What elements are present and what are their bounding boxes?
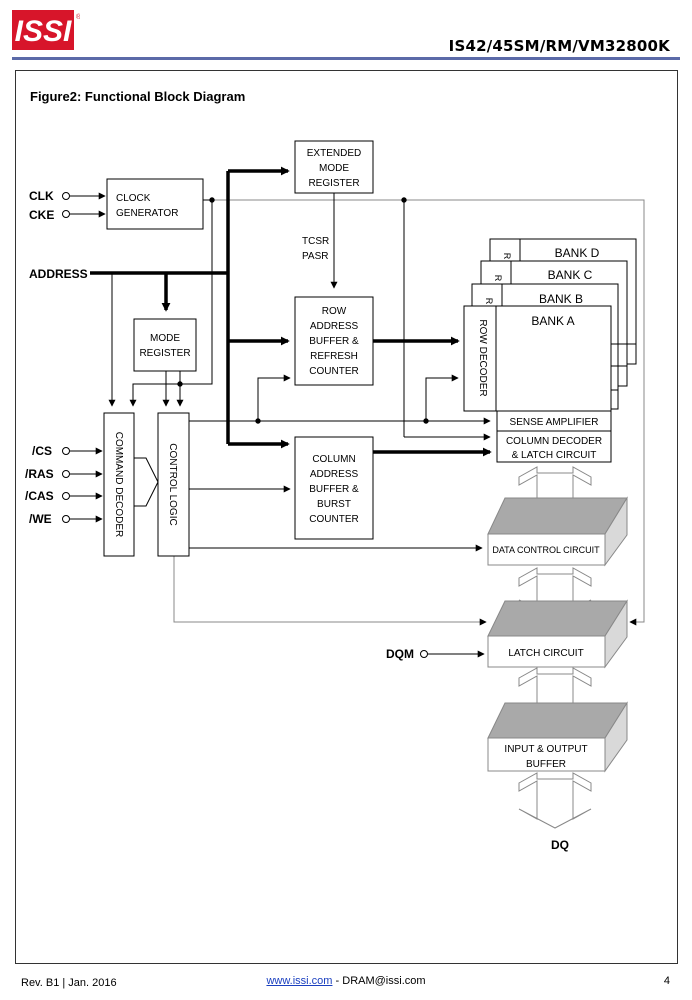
website-link[interactable]: www.issi.com — [266, 975, 333, 987]
we-label: /WE — [29, 512, 52, 526]
svg-text:BANK C: BANK C — [548, 268, 593, 282]
svg-text:COLUMN DECODER: COLUMN DECODER — [506, 436, 602, 447]
column-address-buffer-block: COLUMN ADDRESS BUFFER & BURST COUNTER — [294, 436, 374, 540]
footer-separator: - — [332, 975, 343, 987]
svg-text:INPUT & OUTPUT: INPUT & OUTPUT — [504, 744, 587, 755]
figure-title: Figure2: Functional Block Diagram — [30, 89, 246, 104]
svg-text:REGISTER: REGISTER — [308, 178, 359, 189]
address-label: ADDRESS — [29, 267, 88, 281]
tcsr-pasr-label: TCSR PASR — [302, 236, 329, 262]
svg-text:R: R — [493, 275, 503, 282]
svg-text:BUFFER &: BUFFER & — [309, 336, 359, 347]
document-title: IS42/45SM/RM/VM32800K — [448, 37, 670, 55]
sense-amplifier-block: SENSE AMPLIFIER — [496, 410, 612, 432]
svg-text:& LATCH CIRCUIT: & LATCH CIRCUIT — [512, 450, 597, 461]
cs-label: /CS — [32, 444, 52, 458]
logo-registered-mark: ® — [76, 13, 80, 21]
svg-text:CLOCK: CLOCK — [116, 193, 151, 204]
control-to-latch-line — [173, 556, 487, 626]
svg-text:ADDRESS: ADDRESS — [310, 321, 359, 332]
mode-register-block: MODE REGISTER — [133, 318, 197, 372]
io-buffer-block: INPUT & OUTPUT BUFFER — [487, 701, 628, 773]
data-control-circuit-block: DATA CONTROL CIRCUIT — [487, 496, 628, 567]
we-pin: /WE — [29, 512, 103, 526]
svg-text:COUNTER: COUNTER — [309, 514, 358, 525]
ras-label: /RAS — [25, 467, 54, 481]
clk-pin: CLK — [29, 189, 106, 203]
svg-text:TCSR: TCSR — [302, 236, 329, 247]
dq-label: DQ — [551, 838, 569, 852]
svg-text:BUFFER: BUFFER — [526, 759, 566, 770]
latch-circuit-block: LATCH CIRCUIT — [487, 599, 628, 669]
figure-frame — [15, 70, 678, 964]
clk-label: CLK — [29, 189, 54, 203]
address-bus — [90, 166, 290, 449]
bank-a: ROW DECODER BANK A — [463, 305, 612, 412]
bank-connectors — [611, 343, 636, 391]
svg-text:COUNTER: COUNTER — [309, 366, 358, 377]
issi-logo: ISSI ® — [12, 10, 82, 50]
control-logic-outputs — [189, 374, 491, 552]
dqm-pin: DQM — [386, 647, 485, 661]
page-number: 4 — [663, 975, 670, 987]
svg-text:COMMAND DECODER: COMMAND DECODER — [113, 432, 124, 538]
control-logic-block: CONTROL LOGIC — [157, 412, 190, 557]
svg-text:DATA CONTROL CIRCUIT: DATA CONTROL CIRCUIT — [492, 545, 600, 555]
cs-pin: /CS — [32, 444, 103, 458]
extended-mode-register-block: EXTENDED MODE REGISTER — [294, 140, 374, 194]
revision-info: Rev. B1 | Jan. 2016 — [21, 977, 117, 989]
svg-text:REGISTER: REGISTER — [139, 348, 190, 359]
decoder-to-logic-arrow — [133, 457, 159, 507]
svg-text:MODE: MODE — [150, 333, 180, 344]
svg-text:CONTROL LOGIC: CONTROL LOGIC — [167, 443, 178, 525]
footer-email: DRAM@issi.com — [342, 975, 426, 987]
svg-text:R: R — [502, 253, 512, 260]
command-decoder-block: COMMAND DECODER — [103, 412, 135, 557]
cke-label: CKE — [29, 208, 54, 222]
svg-text:ROW: ROW — [322, 306, 347, 317]
svg-text:MODE: MODE — [319, 163, 349, 174]
header-rule — [12, 57, 680, 60]
svg-text:BANK B: BANK B — [539, 292, 583, 306]
logo-text: ISSI — [15, 15, 72, 48]
logo-background — [12, 10, 74, 50]
row-address-buffer-block: ROW ADDRESS BUFFER & REFRESH COUNTER — [294, 296, 374, 386]
cas-pin: /CAS — [25, 489, 103, 503]
svg-text:BURST: BURST — [317, 499, 351, 510]
svg-text:SENSE AMPLIFIER: SENSE AMPLIFIER — [510, 417, 599, 428]
svg-text:ROW DECODER: ROW DECODER — [477, 319, 488, 396]
cas-label: /CAS — [25, 489, 54, 503]
svg-text:BANK D: BANK D — [555, 246, 600, 260]
svg-text:GENERATOR: GENERATOR — [116, 208, 178, 219]
svg-text:REFRESH: REFRESH — [310, 351, 358, 362]
clock-loop-line — [212, 199, 645, 626]
svg-text:BUFFER &: BUFFER & — [309, 484, 359, 495]
footer-contact: www.issi.com - DRAM@issi.com — [0, 975, 692, 987]
data-path-arrow-4 — [518, 772, 592, 829]
svg-text:ADDRESS: ADDRESS — [310, 469, 359, 480]
clock-distribution — [129, 197, 491, 441]
dqm-label: DQM — [386, 647, 414, 661]
svg-text:BANK A: BANK A — [531, 314, 574, 328]
svg-text:PASR: PASR — [302, 251, 329, 262]
cke-pin: CKE — [29, 208, 106, 222]
svg-text:COLUMN: COLUMN — [312, 454, 355, 465]
svg-text:EXTENDED: EXTENDED — [307, 148, 361, 159]
ras-pin: /RAS — [25, 467, 103, 481]
column-decoder-block: COLUMN DECODER & LATCH CIRCUIT — [496, 430, 612, 463]
svg-text:R: R — [484, 298, 494, 305]
clock-generator-block: CLOCK GENERATOR — [106, 178, 204, 230]
svg-text:LATCH CIRCUIT: LATCH CIRCUIT — [508, 648, 583, 659]
